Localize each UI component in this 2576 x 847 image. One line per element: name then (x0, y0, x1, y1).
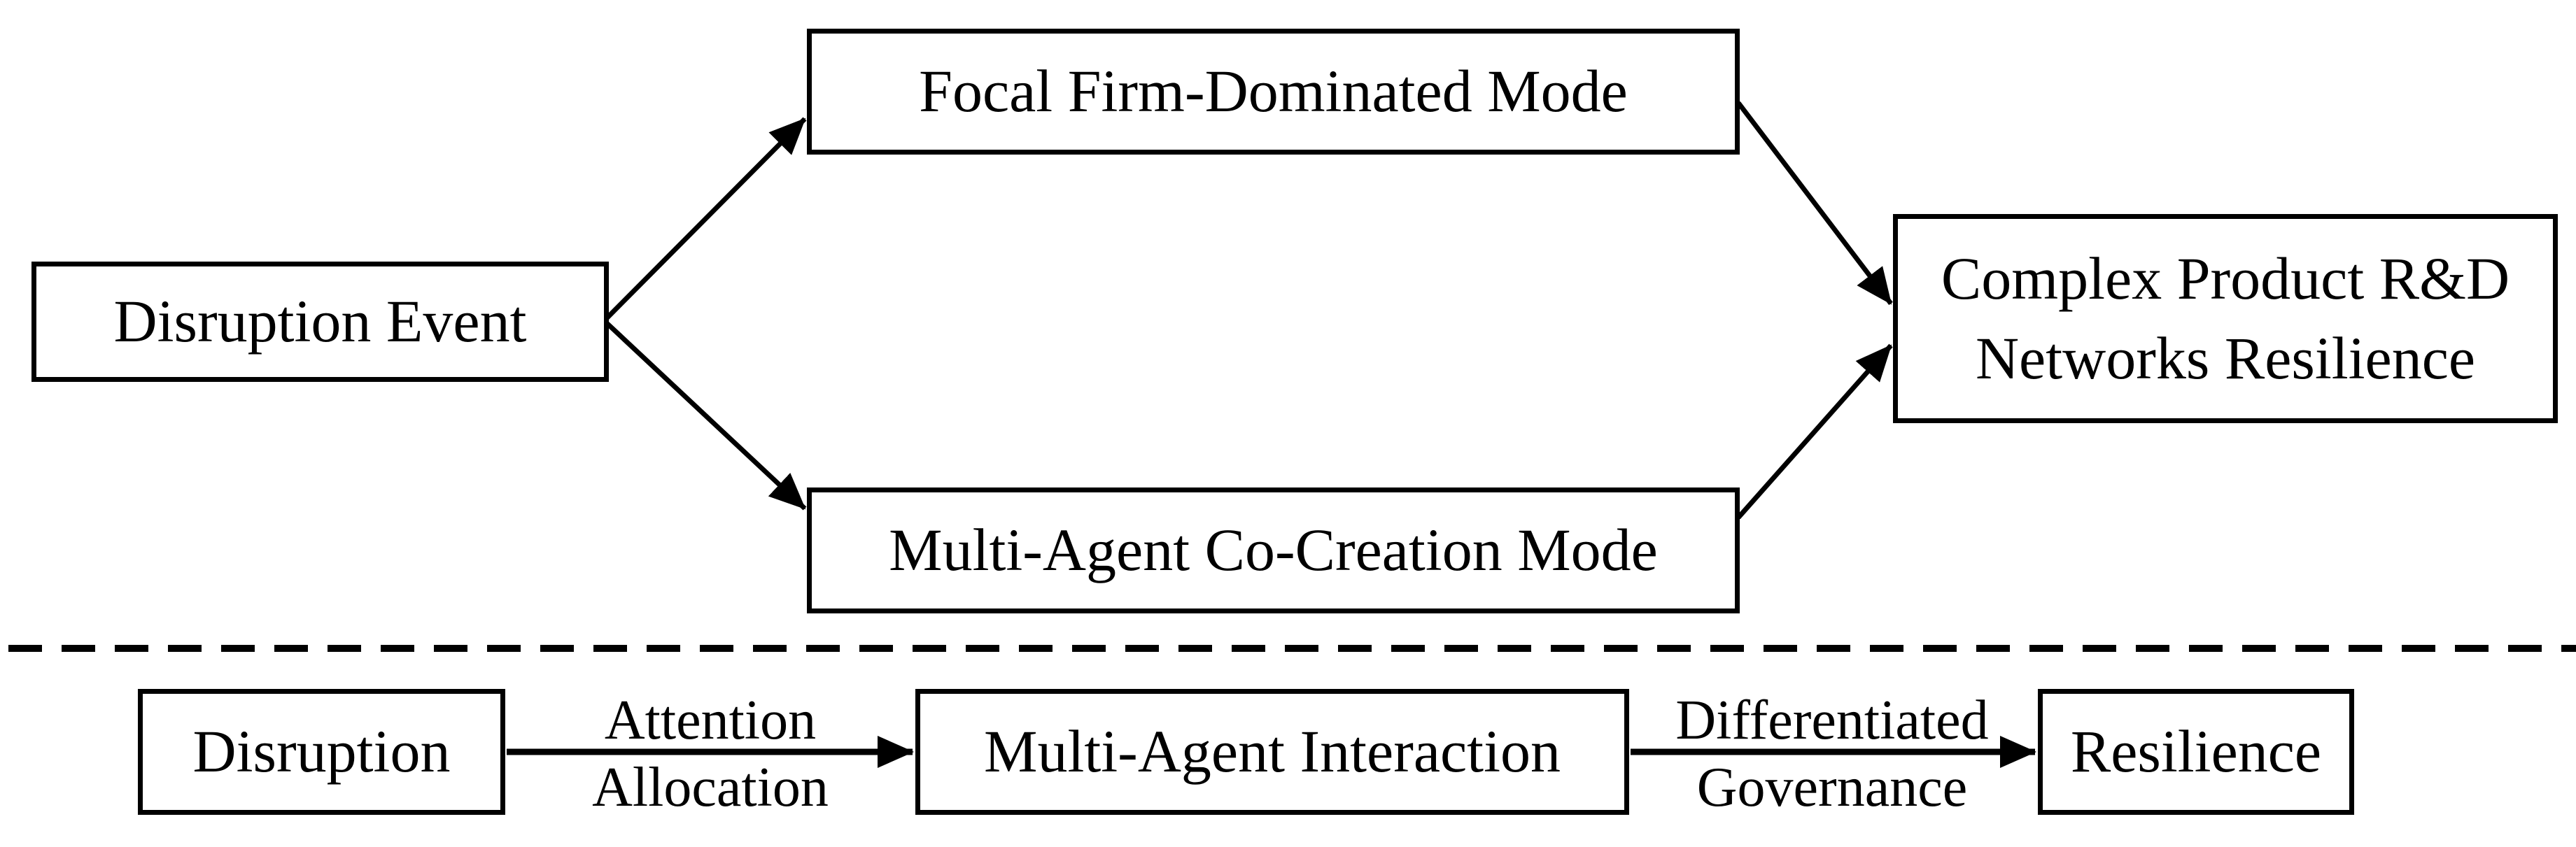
resilience-label: Resilience (2070, 718, 2322, 785)
arrow-disruption-event-to-cocreation-mode (604, 320, 807, 511)
focal-firm-dominated-mode-label: Focal Firm-Dominated Mode (919, 57, 1628, 125)
complex-resilience-label-line1: Complex Product R&D (1941, 244, 2510, 312)
arrow-focal-mode-to-complex-resilience (1736, 101, 1893, 306)
differentiated-governance-label-bottom: Governance (1696, 757, 1968, 818)
attention-allocation-label-bottom: Allocation (592, 757, 829, 818)
multi-agent-cocreation-mode-label: Multi-Agent Co-Creation Mode (889, 516, 1658, 584)
arrow-cocreation-mode-to-complex-resilience (1736, 343, 1893, 520)
disruption-event-label: Disruption Event (113, 287, 527, 355)
focal-firm-dominated-mode-box: Focal Firm-Dominated Mode (807, 29, 1740, 155)
attention-allocation-label-top: Attention (604, 690, 817, 751)
multi-agent-interaction-box: Multi-Agent Interaction (915, 689, 1629, 815)
complex-resilience-label-line2: Networks Resilience (1975, 324, 2476, 392)
arrow-disruption-event-to-focal-mode (604, 117, 807, 321)
resilience-box: Resilience (2038, 689, 2354, 815)
multi-agent-cocreation-mode-box: Multi-Agent Co-Creation Mode (807, 487, 1740, 613)
disruption-box: Disruption (138, 689, 505, 815)
complex-product-rd-networks-resilience-box: Complex Product R&D Networks Resilience (1893, 214, 2558, 423)
disruption-event-box: Disruption Event (31, 262, 609, 382)
multi-agent-interaction-label: Multi-Agent Interaction (984, 718, 1561, 785)
disruption-label: Disruption (192, 718, 451, 785)
differentiated-governance-label-top: Differentiated (1675, 690, 1989, 751)
